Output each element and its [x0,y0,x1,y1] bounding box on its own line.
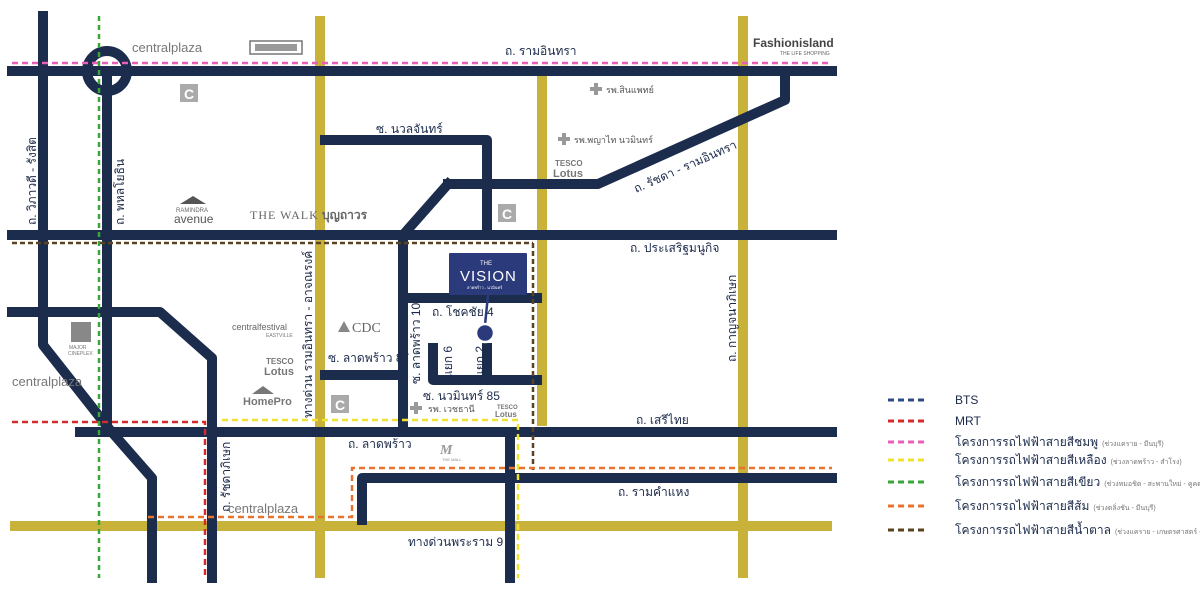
label-phaholyothin: ถ. พหลโยธิน [113,159,127,225]
line-orange [148,466,832,519]
hospital-icon-vejthani [410,402,422,414]
central-plaza-bottom-logo: centralplaza [228,501,299,516]
the-walk-logo: THE WALK [250,208,319,222]
vision-project-marker[interactable]: THE VISION ลาดพร้าว - นวมินทร์ [449,253,527,344]
hospital-icon-phyathai [558,133,570,145]
line-mrt [12,420,207,578]
legend-note-brown: (ช่วงแคราย - เกษตรศาสตร์ - ลำสาลี) [1115,528,1200,536]
homepro-logo-roof [252,386,274,394]
roundabout [82,46,132,96]
vision-pin-dot [474,322,496,344]
line-yellow [222,418,520,578]
places: centralplaza C Fashionisland THE LIFE SH… [12,36,834,516]
roads [7,11,837,583]
train-lines [12,16,832,578]
legend-label-mrt: MRT [955,414,981,428]
label-expressway-ramintra: ทางด่วน รามอินทรา - อาจณรงค์ [301,251,315,418]
hospital-icon-synphaet [590,83,602,95]
bigc-icon-top-letter: C [184,86,194,102]
central-festival-logo-2: EASTVILLE [266,333,293,339]
legend-label-bts: BTS [955,393,978,407]
road-vibhavadi-lower [38,325,157,583]
legend-label-yellow: โครงการรถไฟฟ้าสายสีเหลือง [955,453,1107,467]
major-logo-2: CINEPLEX [68,351,93,357]
label-ladprao: ถ. ลาดพร้าว [348,437,412,451]
legend: BTS MRT โครงการรถไฟฟ้าสายสีชมพู (ช่วงแคราย … [888,393,1200,537]
fashion-island-logo: Fashionisland [753,36,834,50]
central-plaza-top-logo: centralplaza [132,40,203,55]
the-mall-label: THE MALL [442,457,462,462]
label-vibhavadi: ถ. วิภาวดี - รังสิต [25,137,39,225]
vision-logo-sub: ลาดพร้าว - นวมินทร์ [467,285,503,290]
bigc-icon-top [180,84,198,102]
road-nuanchan-diagonal [395,176,456,243]
legend-label-pink: โครงการรถไฟฟ้าสายสีชมพู [955,435,1098,450]
bigc-icon-mid-letter: C [502,206,512,222]
mall-logo-top-inner [255,44,297,51]
the-mall-logo: M [439,443,453,458]
hospital-synphaet-label: รพ.สินแพทย์ [606,84,654,95]
label-expressway-rama9: ทางด่วนพระราม 9 [408,535,503,549]
vision-logo-box [449,253,527,295]
legend-label-brown: โครงการรถไฟฟ้าสายสีน้ำตาล [955,521,1111,537]
road-soi-nuanchan [320,135,492,240]
tesco-mid-2: Lotus [264,366,294,378]
tesco-mid-1: TESCO [266,357,294,366]
label-kanchanaphisek: ถ. กาญจนาภิเษก [725,275,739,362]
legend-label-green: โครงการรถไฟฟ้าสายสีเขียว [955,475,1100,489]
legend-note-green: (ช่วงหมอชิต - สะพานใหม่ - คูคต) [1104,479,1200,488]
label-ratchadaphisek: ถ. รัชดาภิเษก [219,442,233,512]
major-logo-icon [71,322,91,342]
hospital-phyathai-label: รพ.พญาไท นวมินทร์ [574,134,653,145]
road-yaek6 [428,343,542,385]
legend-note-orange: (ช่วงตลิ่งชัน - มีนบุรี) [1093,503,1155,512]
tesco-top-1: TESCO [555,159,583,168]
avenue-logo-roof [180,196,206,204]
label-ramkhamhaeng: ถ. รามคำแหง [618,485,689,499]
tesco-low-1: TESCO [497,405,518,411]
expressway-vertical-right [738,16,748,578]
major-logo-1: MAJOR [69,345,87,351]
central-plaza-left-logo: centralplaza [12,374,83,389]
label-prasert-manukit: ถ. ประเสริฐมนูกิจ [630,241,719,256]
label-soi-nuanchan: ซ. นวลจันทร์ [376,122,443,136]
label-serithai: ถ. เสรีไทย [636,413,689,427]
expressways [10,16,832,578]
avenue-logo-1: RAMINDRA [176,208,208,214]
label-ramintra: ถ. รามอินทรา [505,44,577,58]
tesco-low-2: Lotus [495,410,517,419]
vision-logo-top: THE [480,261,492,267]
legend-label-orange: โครงการรถไฟฟ้าสายสีส้ม [955,499,1089,513]
road-ratchadaphisek [7,307,217,583]
label-nuanchan85: ซ. นวมินทร์ 85 [423,389,500,403]
central-festival-logo-1: centralfestival [232,322,287,332]
bigc-icon-bottom [331,395,349,413]
bangkok-walk-logo: บุญถาวร [322,208,368,223]
vision-pin-stem [483,294,490,326]
road-ratchada-ramintra [443,66,790,189]
expressway-vertical-left [315,16,325,578]
tesco-top-2: Lotus [553,168,583,180]
label-soi-ladprao101: ซ. ลาดพร้าว 101 [409,296,423,384]
legend-note-yellow: (ช่วงลาดพร้าว - สำโรง) [1111,457,1182,466]
label-yaek2: แยก 2 [473,346,487,378]
cdc-logo-icon [338,321,350,332]
vision-logo-main: VISION [460,268,517,285]
legend-note-pink: (ช่วงแคราย - มีนบุรี) [1102,440,1164,448]
bigc-icon-mid [498,204,516,222]
hospital-vejthani-label: รพ. เวชธานี [428,404,475,414]
road-ramkhamhaeng [357,473,837,525]
avenue-logo-2: avenue [174,212,214,226]
cdc-logo: CDC [352,321,381,336]
fashion-island-sub: THE LIFE SHOPPING [780,51,830,57]
label-chokchai4: ถ. โชคชัย 4 [432,305,494,319]
label-yaek6: แยก 6 [441,346,455,378]
bigc-icon-bottom-letter: C [335,397,345,413]
expressway-rama9 [10,521,832,531]
expressway-vertical-mid [537,70,547,426]
homepro-logo: HomePro [243,396,292,408]
label-soi-ladprao87: ซ. ลาดพร้าว 87 [328,351,410,365]
